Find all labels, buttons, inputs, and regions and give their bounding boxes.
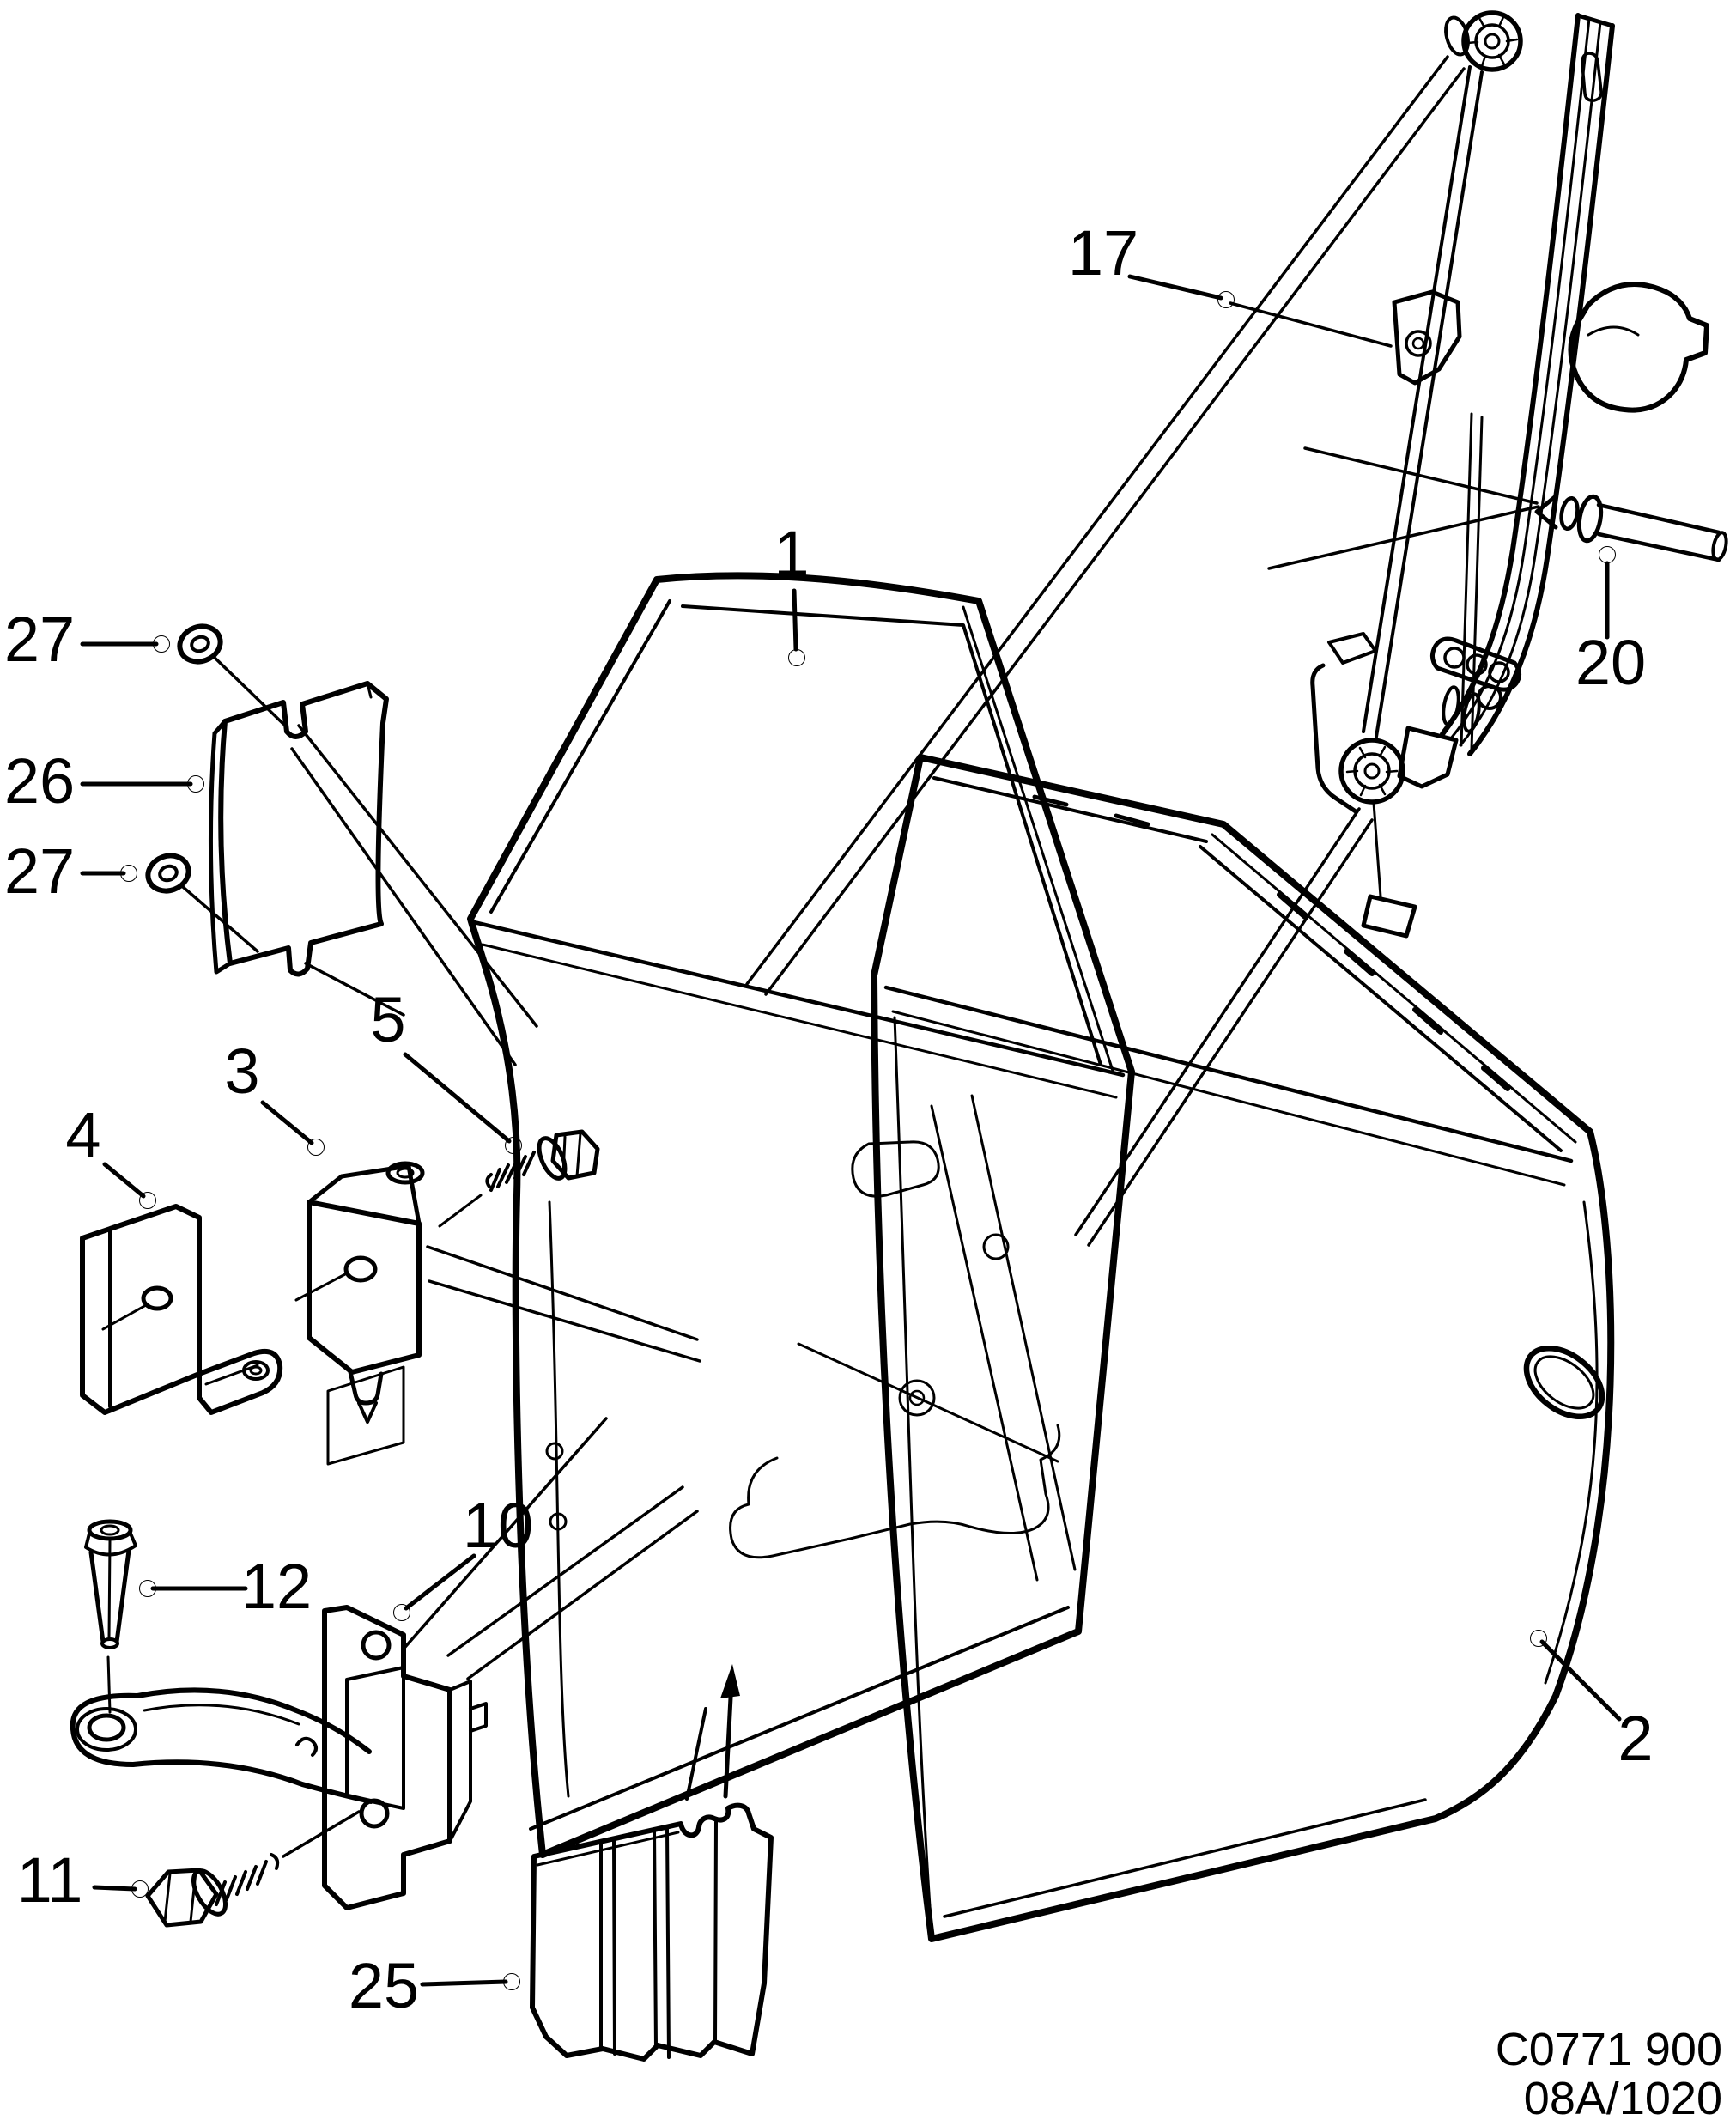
callout-dot xyxy=(131,1880,149,1898)
grommet-upper-drawing xyxy=(177,623,285,726)
callout-number: 4 xyxy=(65,1099,100,1170)
insulation-block-drawing xyxy=(530,1802,774,2062)
check-strap-bolt-drawing xyxy=(145,1810,361,1928)
callout-leader-line xyxy=(102,1162,146,1199)
callout-number: 1 xyxy=(774,518,809,589)
window-regulator-drawing xyxy=(1074,10,1709,1247)
check-strap-drawing xyxy=(70,1417,699,1910)
door-handle-cutout xyxy=(1523,1345,1605,1420)
hinge-bracket-drawing xyxy=(80,1204,283,1415)
callout-number: 3 xyxy=(224,1036,259,1107)
callout-3: 3 xyxy=(224,1036,325,1156)
outer-door-panel-drawing xyxy=(871,754,1615,1942)
callout-leader-line xyxy=(1127,274,1223,301)
callout-11: 11 xyxy=(17,1844,149,1916)
callout-dot xyxy=(788,649,805,666)
callout-leader-line xyxy=(1539,1639,1622,1722)
door-stop-plate-drawing xyxy=(208,681,538,1066)
callout-dot xyxy=(187,775,204,793)
callout-leader-line xyxy=(403,1052,512,1144)
callout-1: 1 xyxy=(774,518,810,666)
callout-dot xyxy=(1599,546,1616,563)
callout-dot xyxy=(307,1139,325,1156)
drawing-code-line2: 08A/1020 xyxy=(1524,2073,1722,2120)
callout-number: 12 xyxy=(241,1551,312,1622)
callout-number: 27 xyxy=(4,604,75,675)
callout-number: 27 xyxy=(4,835,75,907)
callout-number: 11 xyxy=(17,1844,83,1916)
callout-number: 17 xyxy=(1068,217,1138,289)
callout-leader-line xyxy=(792,588,798,652)
callout-dot xyxy=(503,1973,520,1990)
callout-12: 12 xyxy=(139,1551,312,1622)
callout-number: 26 xyxy=(4,745,75,817)
grommet-lower-drawing xyxy=(145,853,259,953)
hinge-block-drawing xyxy=(294,1161,701,1466)
drawing-code-line1: C0771 900 xyxy=(1496,2024,1722,2075)
regulator-motor xyxy=(1568,282,1709,413)
inner-door-panel-drawing xyxy=(467,572,1135,1858)
callout-5: 5 xyxy=(370,984,522,1154)
callout-dot xyxy=(1217,291,1235,308)
callout-leader-line xyxy=(420,1979,508,1987)
callout-dot xyxy=(1530,1630,1547,1647)
callout-17: 17 xyxy=(1068,217,1235,308)
callout-dot xyxy=(393,1604,410,1621)
callout-20: 20 xyxy=(1575,546,1646,698)
callout-number: 20 xyxy=(1575,627,1646,698)
callout-10: 10 xyxy=(393,1490,533,1621)
callout-dot xyxy=(505,1137,522,1154)
callout-dot xyxy=(120,865,137,882)
bottom-pulley xyxy=(1338,738,1405,805)
callout-4: 4 xyxy=(65,1099,156,1209)
callout-dot xyxy=(139,1192,156,1209)
hinge-bolt-drawing xyxy=(438,1129,600,1228)
callout-number: 2 xyxy=(1618,1703,1653,1774)
callout-number: 5 xyxy=(370,984,405,1055)
callout-2: 2 xyxy=(1530,1630,1654,1774)
callout-number: 25 xyxy=(349,1950,419,2021)
callout-dot xyxy=(139,1580,156,1597)
callout-leader-line xyxy=(92,1885,137,1892)
callout-leader-line xyxy=(260,1100,314,1145)
callout-leader-line xyxy=(404,1553,476,1611)
callout-dot xyxy=(153,635,170,653)
callout-number: 10 xyxy=(463,1490,533,1561)
regulator-install-lines xyxy=(745,55,1466,996)
insert-direction-arrow xyxy=(685,1664,740,1801)
guide-rod-drawing xyxy=(1534,494,1728,562)
callout-26: 26 xyxy=(4,745,204,817)
cone-pin-drawing xyxy=(84,1519,137,1714)
callout-25: 25 xyxy=(349,1950,520,2021)
callout-27-12: 27 xyxy=(4,604,170,675)
top-pulley xyxy=(1461,10,1523,72)
drawing-code: C0771 900 08A/1020 xyxy=(1496,2024,1722,2120)
callout-27-13: 27 xyxy=(4,835,137,907)
